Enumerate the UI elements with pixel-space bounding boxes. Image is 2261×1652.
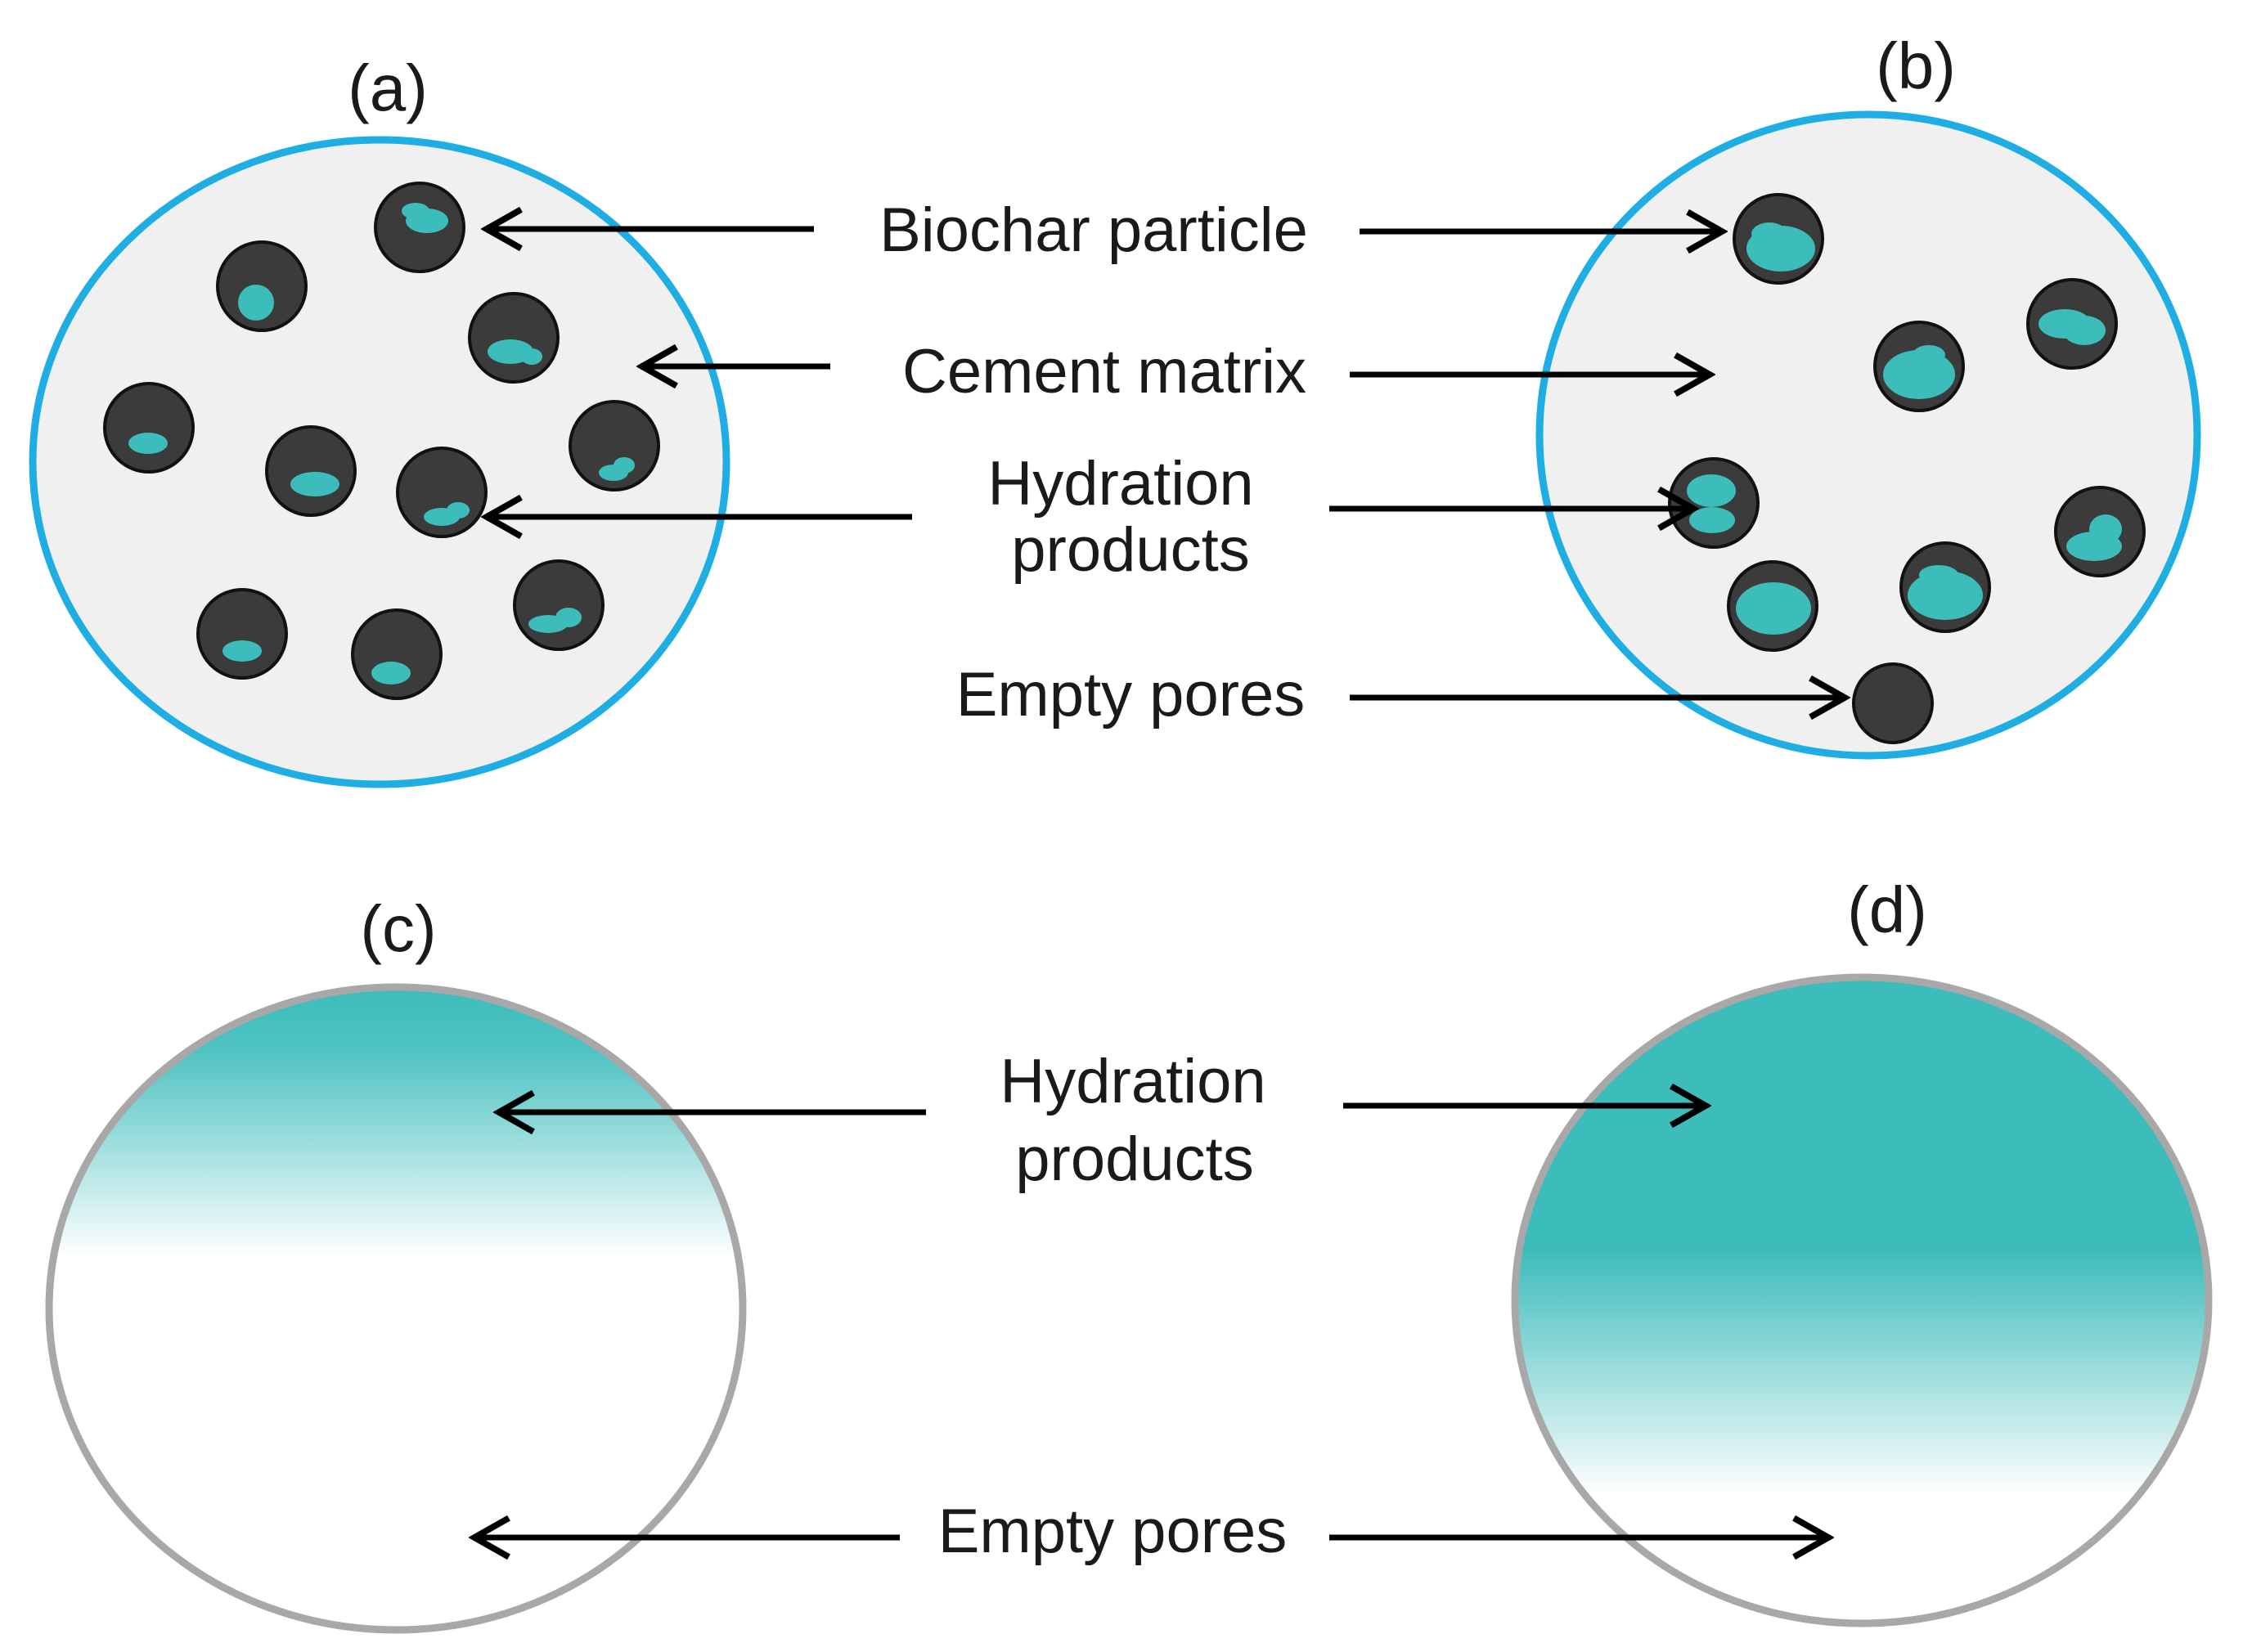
panel-a-label: (a)	[348, 52, 428, 124]
panel-c-label: (c)	[360, 892, 436, 965]
biochar-particle	[513, 559, 605, 651]
biochar-particle	[1727, 560, 1818, 652]
biochar-particle	[374, 182, 465, 273]
bottom-callouts: Hydration products Empty pores	[474, 1047, 1828, 1566]
biochar-particle	[196, 588, 288, 680]
pore-c	[45, 983, 747, 1634]
biochar-particle	[1899, 541, 1991, 633]
panel-b-label: (b)	[1876, 29, 1956, 102]
empty-pores-label-bottom: Empty pores	[938, 1497, 1288, 1566]
biochar-particle	[351, 608, 443, 700]
panel-b: (b)	[1535, 29, 2201, 760]
top-callouts: Biochar particle Cement matrix Hydration…	[487, 195, 1845, 729]
biochar-particle	[216, 240, 308, 332]
biochar-particle	[1668, 457, 1760, 549]
pore-d	[1511, 973, 2213, 1627]
biochar-particle	[396, 447, 488, 538]
hydration-products-label-top-1: Hydration	[987, 449, 1253, 518]
cement-matrix-label: Cement matrix	[902, 337, 1306, 406]
biochar-particle	[468, 292, 560, 384]
biochar-particle-label: Biochar particle	[879, 195, 1308, 265]
biochar-particle	[2054, 486, 2146, 577]
biochar-particle	[2026, 278, 2118, 370]
biochar-particle	[1873, 321, 1965, 412]
panel-d-label: (d)	[1847, 873, 1927, 946]
panel-a: (a)	[29, 52, 730, 788]
panel-d: (d)	[1511, 873, 2213, 1627]
panel-c: (c)	[45, 892, 747, 1634]
biochar-particle	[1733, 193, 1824, 285]
biochar-particle	[103, 382, 195, 474]
cement-matrix-b	[1535, 110, 2201, 760]
biochar-particle	[265, 425, 357, 517]
hydration-products-label-bottom-1: Hydration	[1000, 1047, 1265, 1116]
biochar-particle	[569, 400, 660, 492]
empty-pore-particle	[1852, 662, 1934, 744]
empty-pores-label-top: Empty pores	[956, 660, 1306, 729]
hydration-products-label-bottom-2: products	[1015, 1125, 1254, 1194]
hydration-products-label-top-2: products	[1011, 515, 1250, 585]
